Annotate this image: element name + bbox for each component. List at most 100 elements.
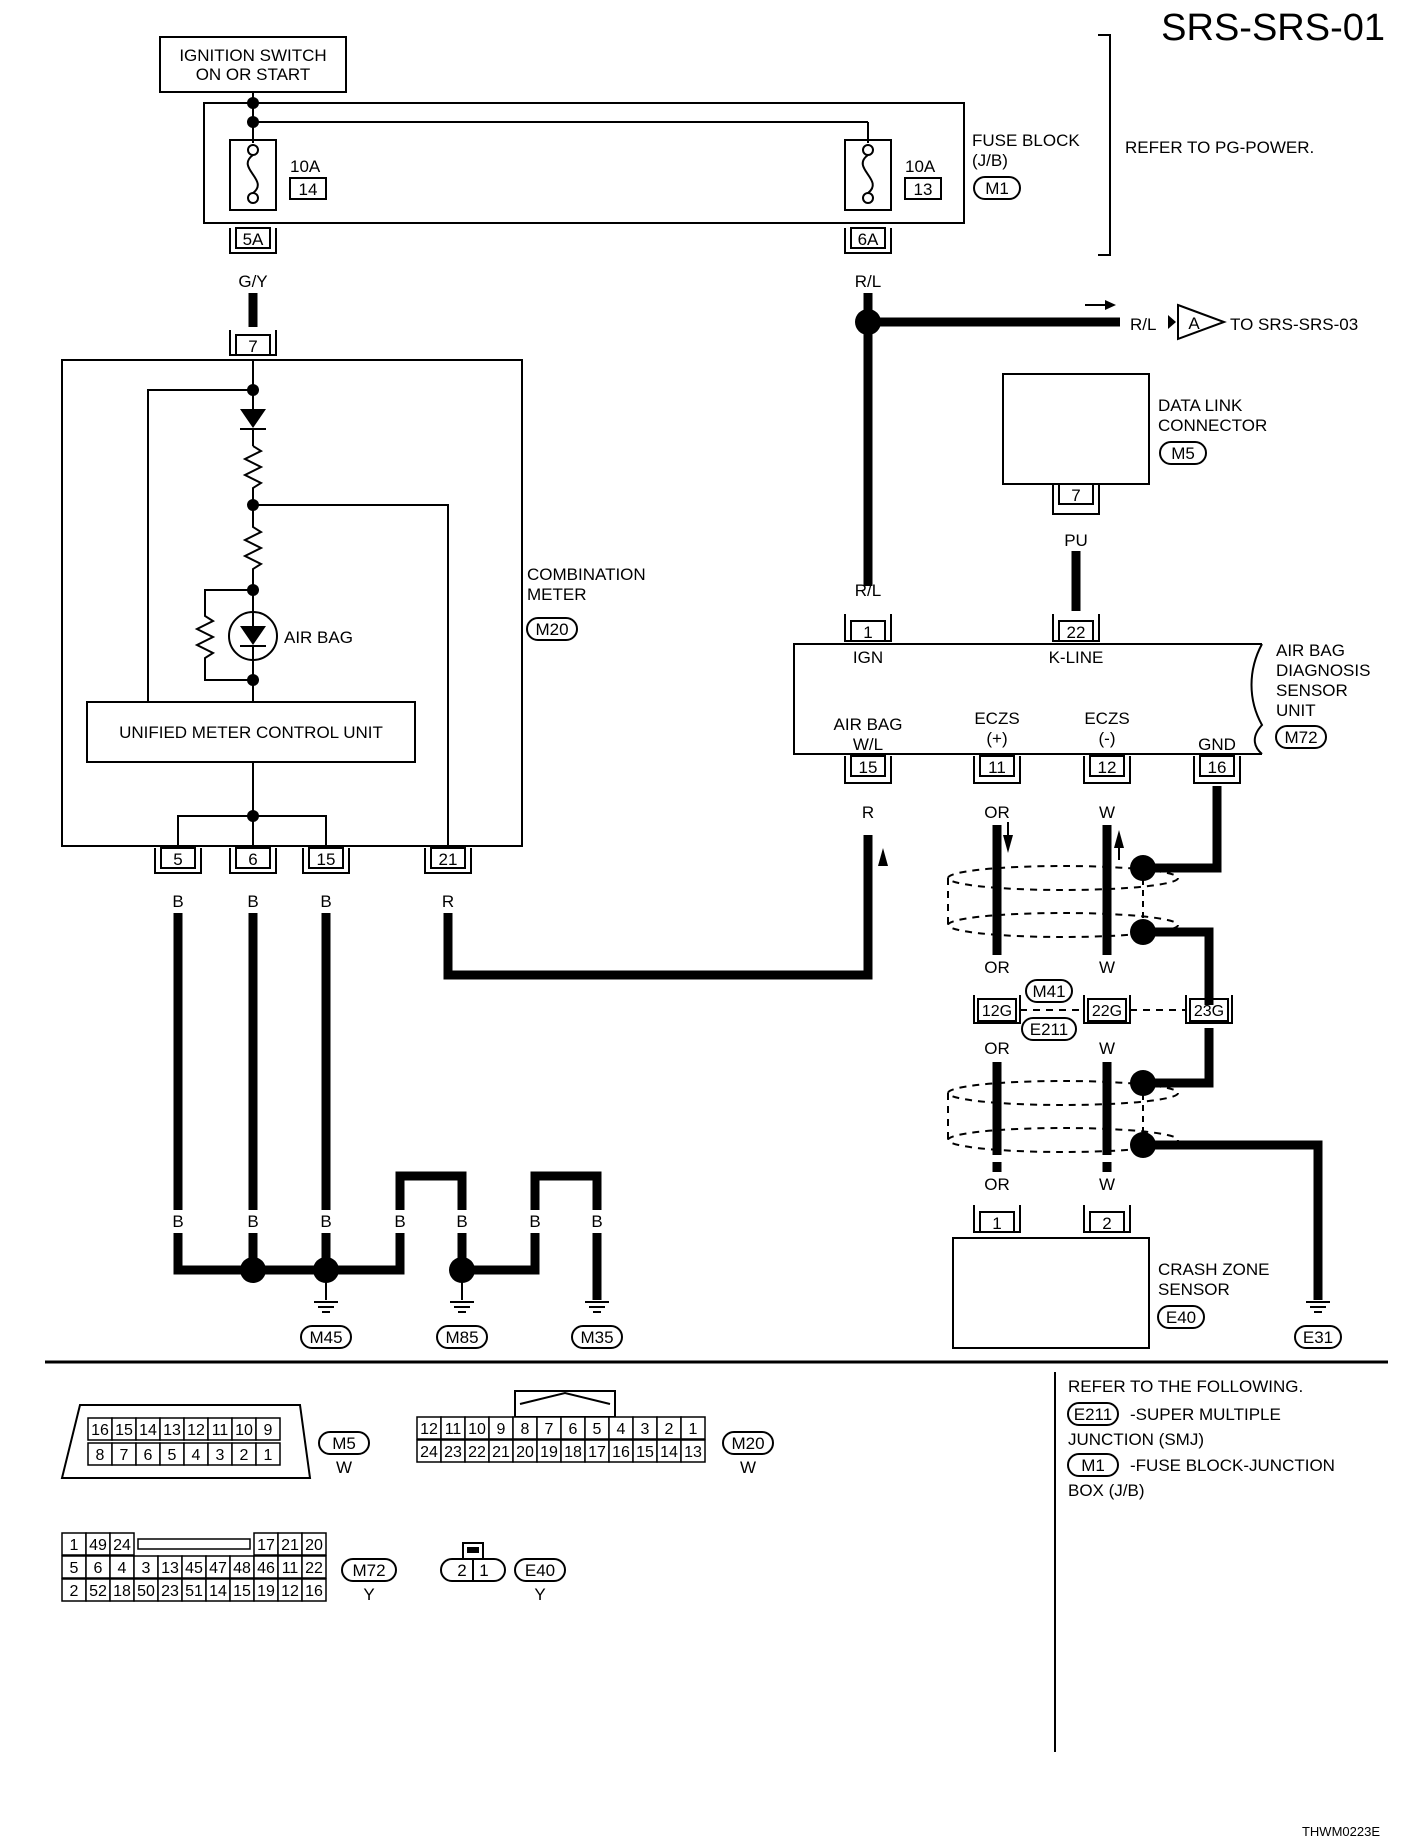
ignition-switch-mode: ON OR START [196,65,311,84]
wire-label: OR [984,958,1010,977]
m5-pin-label: 16 [91,1422,109,1439]
wire-label: W [1099,1175,1115,1194]
air-bag-warning-lamp: AIR BAG [284,628,353,647]
fuse-block-jb: (J/B) [972,151,1008,170]
air-bag-diagnosis-sensor-unit: IGN K-LINE AIR BAG W/L ECZS (+) ECZS (-)… [793,643,1264,755]
air-bag-unit-label-3: SENSOR [1276,681,1348,700]
svg-text:M85: M85 [445,1328,478,1347]
fuse-13-rating: 10A [905,157,936,176]
combination-meter-connector: M20 [535,620,568,639]
wire-label: OR [984,1039,1010,1058]
m20-pin-label: 15 [636,1444,654,1461]
air-bag-unit-connector: M72 [1284,728,1317,747]
wire-label: B [320,1212,331,1231]
m72-pin-label: 46 [257,1560,275,1577]
m72-pin-label: 4 [118,1560,127,1577]
m72-pin-label: 2 [70,1583,79,1600]
legend-item: BOX (J/B) [1068,1481,1145,1500]
crash-zone-sensor-label-2: SENSOR [1158,1280,1230,1299]
wire-label: B [394,1212,405,1231]
m20-pin-label: 18 [564,1444,582,1461]
wire-label: B [320,892,331,911]
svg-text:11: 11 [988,758,1006,777]
meter-pin-5: 5 [154,847,202,874]
twisted-pair-shield-upper [947,865,1179,938]
combination-meter-label: COMBINATION [527,565,646,584]
m20-pin-label: 2 [665,1421,674,1438]
m72-pin-label: 16 [305,1583,323,1600]
fuse-block: 10A 14 10A 13 FUSE BLOCK (J/B) M1 [203,97,1080,224]
m20-pin-label: 7 [545,1421,554,1438]
svg-text:23G: 23G [1194,1003,1224,1020]
svg-text:22G: 22G [1092,1003,1122,1020]
m20-pin-label: 6 [569,1421,578,1438]
ground-m35: M35 [571,1301,623,1349]
m20-pin [680,1416,706,1440]
m5-pin-label: 9 [264,1422,273,1439]
combination-meter: AIR BAG UNIFIED METER CONTROL UNIT [61,359,523,847]
svg-text:7: 7 [1071,486,1080,505]
svg-text:6A: 6A [858,230,879,249]
legend: REFER TO THE FOLLOWING. E211 -SUPER MULT… [1067,1377,1335,1500]
refer-bracket [1098,34,1111,256]
m20-pin [680,1439,706,1463]
fuse-block-label: FUSE BLOCK [972,131,1080,150]
legend-item: JUNCTION (SMJ) [1068,1430,1204,1449]
m72-pin-label: 19 [257,1583,275,1600]
wire-label: B [247,892,258,911]
wire-label: W [1099,1039,1115,1058]
m20-pin-label: 22 [468,1444,486,1461]
m20-pin-label: 24 [420,1444,438,1461]
svg-text:22: 22 [1067,623,1086,642]
crash-zone-sensor-connector: E40 [1166,1308,1196,1327]
m72-pin-label: 18 [113,1583,131,1600]
legend-item: -FUSE BLOCK-JUNCTION [1130,1456,1335,1475]
eczs-plus-label: ECZS [974,709,1019,728]
svg-text:2: 2 [457,1561,466,1580]
svg-text:1: 1 [992,1214,1001,1233]
eczs-minus-sign: (-) [1099,729,1116,748]
wire-label: B [172,1212,183,1231]
fuse-14: 10A 14 [229,139,327,211]
m5-pin-label: 3 [216,1447,225,1464]
m5-pin-label: 7 [120,1447,129,1464]
wire-label: W [1099,958,1115,977]
fuse-13-number: 13 [914,180,933,199]
m5-pin-label: 5 [168,1447,177,1464]
m72-pin-label: 11 [282,1560,299,1577]
m20-pin-label: 1 [689,1421,698,1438]
fuse-13: 10A 13 [844,139,942,211]
m5-pin-label: 1 [264,1447,273,1464]
ground-m85: M85 [436,1301,488,1349]
svg-text:5: 5 [173,850,182,869]
junction-connector-m41-e211: 12G 22G 23G M41 E211 [973,979,1233,1041]
m72-pin-label: 5 [70,1560,79,1577]
m20-pin-label: 9 [497,1421,506,1438]
m20-pin-label: 11 [445,1421,462,1438]
svg-text:21: 21 [439,850,458,869]
meter-pin-7: 7 [229,330,277,356]
svg-text:5A: 5A [243,230,264,249]
legend-code: M1 [1081,1456,1105,1475]
svg-text:E31: E31 [1303,1328,1333,1347]
m72-pin-label: 20 [305,1537,323,1554]
ground-e31: E31 [1294,1301,1342,1349]
wire-color-r: R [862,803,874,822]
m20-pin-label: 10 [468,1421,486,1438]
crash-zone-sensor-label: CRASH ZONE [1158,1260,1269,1279]
wire-color-gy: G/Y [238,272,267,291]
m20-pin-label: 21 [492,1444,510,1461]
svg-text:W: W [336,1458,352,1477]
wire-color-or: OR [984,803,1010,822]
svg-text:1: 1 [479,1561,488,1580]
svg-text:M20: M20 [731,1434,764,1453]
airbag-pin-15: 15 [844,755,892,784]
m5-pin-label: 14 [139,1422,157,1439]
connector-view-e40: 2 1 E40 Y [440,1542,566,1604]
svg-text:M72: M72 [352,1561,385,1580]
m5-pin-label: 11 [212,1422,229,1439]
combination-meter-label-2: METER [527,585,587,604]
wire-label: OR [984,1175,1010,1194]
